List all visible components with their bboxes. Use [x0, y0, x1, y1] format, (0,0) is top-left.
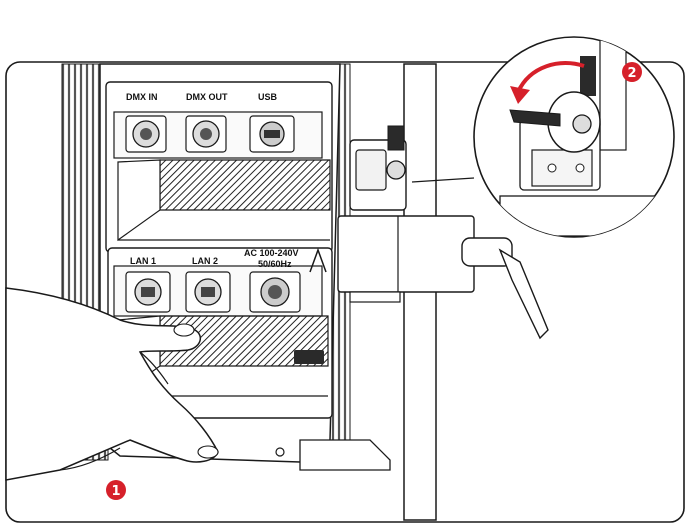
connector-ac-power — [249, 271, 301, 313]
connector-dmx-in — [125, 115, 167, 153]
pole-clamp — [337, 215, 475, 303]
hand-illustration — [5, 287, 219, 481]
upper-vent-grille — [159, 159, 331, 211]
step-2-badge: 2 — [622, 62, 642, 82]
callout-leader — [411, 177, 475, 183]
step-1-badge: 1 — [106, 480, 126, 500]
rotate-arrow-head — [510, 86, 530, 104]
step-2-number: 2 — [627, 66, 636, 81]
mounting-bracket — [349, 125, 407, 211]
brand-badge — [294, 350, 324, 364]
label-lan1: LAN 1 — [130, 256, 156, 266]
connector-dmx-out — [185, 115, 227, 153]
brand-mark-icon — [309, 247, 327, 273]
label-dmx-out: DMX OUT — [186, 92, 228, 102]
label-dmx-in: DMX IN — [126, 92, 158, 102]
connector-lan2 — [185, 271, 231, 313]
rotate-arrow-icon — [516, 61, 585, 93]
clamp-handle — [461, 237, 549, 340]
label-lan2: LAN 2 — [192, 256, 218, 266]
label-usb: USB — [258, 92, 278, 102]
connector-lan1 — [125, 271, 171, 313]
connector-usb — [249, 115, 295, 153]
label-ac-line2: 50/60Hz — [258, 259, 292, 269]
step-1-number: 1 — [111, 484, 120, 499]
label-ac-line1: AC 100-240V — [244, 248, 299, 258]
bottom-screw — [275, 447, 285, 457]
